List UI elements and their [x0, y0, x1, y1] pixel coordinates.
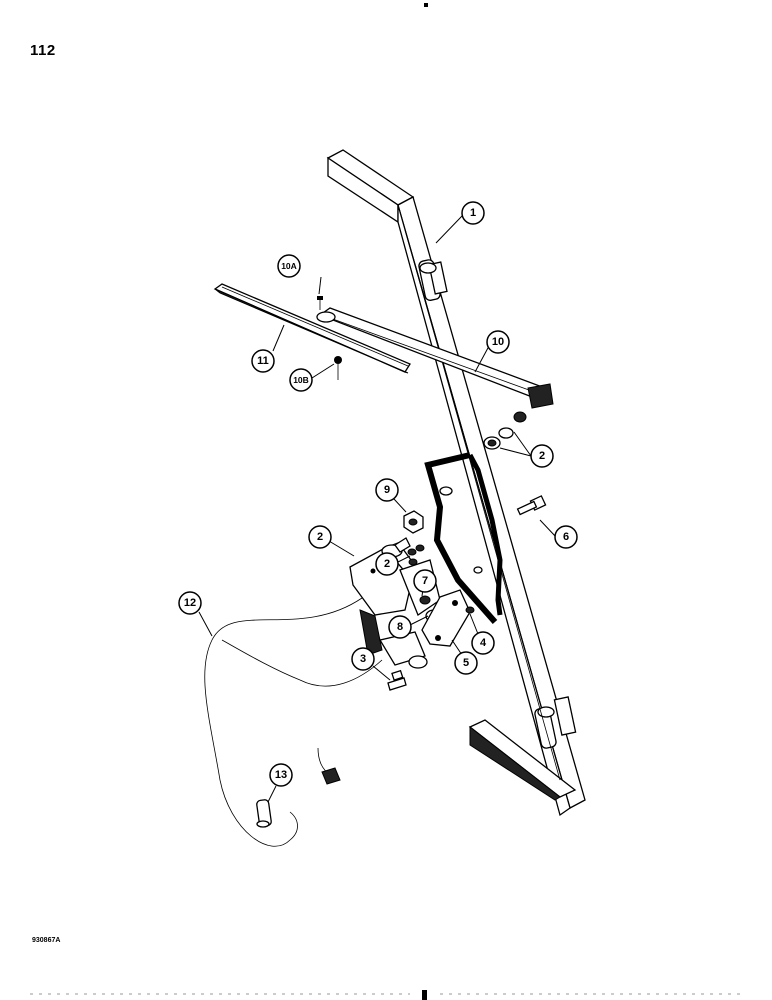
callout-10B: 10B: [289, 368, 313, 392]
motor-bolt: [387, 669, 407, 691]
callout-label: 11: [257, 355, 269, 367]
callout-label: 10A: [281, 261, 297, 271]
callout-2: 2: [308, 525, 332, 549]
callout-label: 2: [317, 531, 323, 543]
window-seal: [424, 452, 503, 624]
motor-washers: [407, 544, 425, 566]
wiper-motor: [349, 537, 441, 669]
callout-label: 2: [539, 450, 545, 462]
callout-label: 10B: [293, 375, 309, 385]
callout-6: 6: [554, 525, 578, 549]
callout-10: 10: [486, 330, 510, 354]
callout-label: 8: [397, 621, 403, 633]
callout-label: 1: [470, 207, 476, 219]
callout-12: 12: [178, 591, 202, 615]
figure-code: 930867A: [32, 937, 61, 944]
callout-label: 5: [463, 657, 469, 669]
callout-13: 13: [269, 763, 293, 787]
wiper-blade: [213, 283, 411, 374]
callout-8: 8: [388, 615, 412, 639]
callout-label: 13: [275, 769, 287, 781]
wiper-arm: [316, 307, 554, 409]
mounting-bracket: [421, 589, 471, 647]
leader-lines: [198, 215, 557, 803]
callout-3: 3: [351, 647, 375, 671]
callout-label: 3: [360, 653, 366, 665]
washer-7: [419, 595, 431, 605]
top-mark: [424, 3, 428, 7]
callout-7: 7: [413, 569, 437, 593]
callout-4: 4: [471, 631, 495, 655]
callout-label: 9: [384, 484, 390, 496]
capscrew: [516, 495, 547, 516]
callout-1: 1: [461, 201, 485, 225]
arm-screw: [317, 296, 323, 310]
wiring-harness: [204, 597, 383, 847]
page-number: 112: [30, 42, 56, 59]
arm-nut: [334, 356, 342, 380]
callout-label: 4: [480, 637, 487, 649]
callout-label: 2: [384, 558, 390, 570]
callout-label: 12: [184, 597, 196, 609]
callout-label: 6: [563, 531, 569, 543]
callout-label: 10: [492, 336, 504, 348]
motor-nut: [403, 510, 424, 534]
callout-10A: 10A: [277, 254, 301, 278]
callout-2: 2: [530, 444, 554, 468]
callout-11: 11: [251, 349, 275, 373]
callout-9: 9: [375, 478, 399, 502]
callout-label: 7: [422, 575, 428, 587]
window-frame: [326, 149, 586, 817]
harness-connector: [256, 767, 341, 828]
callout-5: 5: [454, 651, 478, 675]
frame-washers: [483, 411, 527, 450]
bottom-mark: [422, 990, 427, 1000]
bracket-spacer: [465, 606, 475, 614]
callout-2: 2: [375, 552, 399, 576]
